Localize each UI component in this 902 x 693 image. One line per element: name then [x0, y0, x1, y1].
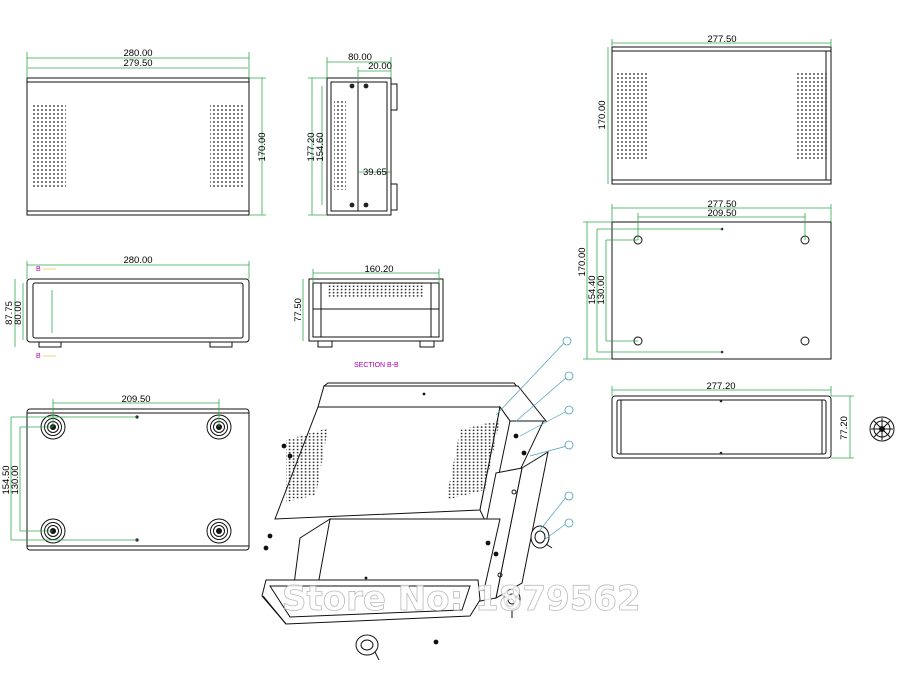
exploded-view: [261, 336, 574, 661]
dim-panel-width: 277.50: [707, 199, 736, 210]
side-vent-left: [334, 100, 346, 190]
watermark-text: Store No: 1879562: [282, 579, 641, 619]
dim-h-outer: 177.20: [306, 132, 317, 161]
vent-grid-right: [210, 103, 243, 189]
dim-front-width: 280.00: [123, 255, 152, 266]
dim-panel-front-height: 77.20: [839, 416, 850, 440]
section-mark-bottom: B: [36, 353, 41, 360]
dim-width-inner: 279.50: [123, 58, 152, 69]
front-panel-view: 277.20 77.20: [611, 381, 895, 459]
exploded-foot-1: [530, 525, 553, 549]
dim-front-h-inner: 80.00: [13, 301, 24, 325]
exploded-foot-3: [355, 634, 380, 661]
back-vent-right: [795, 72, 827, 160]
exploded-front-panel: [261, 579, 481, 625]
callout-6: [564, 518, 574, 528]
dim-h-inner: 154.60: [315, 132, 326, 161]
exploded-foot-2: [503, 588, 521, 618]
dim-back-height: 170.00: [597, 100, 608, 129]
dim-back-width: 277.50: [707, 34, 736, 45]
callout-5: [564, 491, 574, 501]
callout-1: [562, 336, 572, 346]
dim-width-outer: 280.00: [123, 48, 152, 59]
foot-bottom-right: [206, 518, 232, 544]
dim-bottom-h-outer: 154.50: [1, 465, 12, 494]
vent-grid-left: [33, 103, 66, 189]
dim-depth: 80.00: [348, 52, 372, 63]
section-label: SECTION B-B: [354, 362, 399, 369]
dim-height: 170.00: [257, 132, 268, 161]
callout-2: [564, 371, 574, 381]
dim-panel-h-mid: 154.40: [587, 275, 598, 304]
dim-section-width: 160.20: [364, 264, 393, 275]
dim-bottom-h-inner: 130.00: [10, 465, 21, 494]
side-view-top: 80.00 20.00 177.20 154.60 39.65: [306, 52, 398, 216]
back-view-top: 277.50 170.00: [597, 34, 832, 185]
exploded-callouts: [495, 336, 574, 541]
exploded-top-cover: [274, 382, 548, 529]
dim-panel-hole-span: 209.50: [707, 208, 736, 219]
exploded-bottom-tray: [291, 517, 501, 601]
section-mark-top: B: [36, 266, 41, 273]
dim-panel-h-outer: 170.00: [577, 247, 588, 276]
callout-4: [564, 440, 574, 450]
foot-detail-icon: [869, 416, 895, 442]
bottom-view: 209.50 154.50 130.00: [1, 394, 250, 551]
dim-depth-small: 20.00: [368, 61, 392, 72]
exploded-screws: [263, 392, 527, 645]
dim-bottom-hole-span: 209.50: [121, 394, 150, 405]
panel-holes-view: 277.50 209.50 170.00 154.40 130.00: [577, 199, 832, 360]
front-view-mid: 280.00 87.75 80.00 B B: [4, 255, 250, 360]
front-view-top: 280.00 279.50 170.00: [26, 48, 268, 216]
section-view: 160.20 77.50 SECTION B-B: [293, 264, 444, 369]
dim-offset: 39.65: [363, 167, 387, 178]
callout-3: [564, 405, 574, 415]
dim-panel-front-width: 277.20: [706, 381, 735, 392]
dim-section-height: 77.50: [293, 298, 304, 322]
back-vent-left: [617, 72, 649, 160]
dim-panel-h-inner: 130.00: [596, 275, 607, 304]
dim-front-h-outer: 87.75: [4, 301, 15, 325]
section-vent: [328, 283, 424, 297]
